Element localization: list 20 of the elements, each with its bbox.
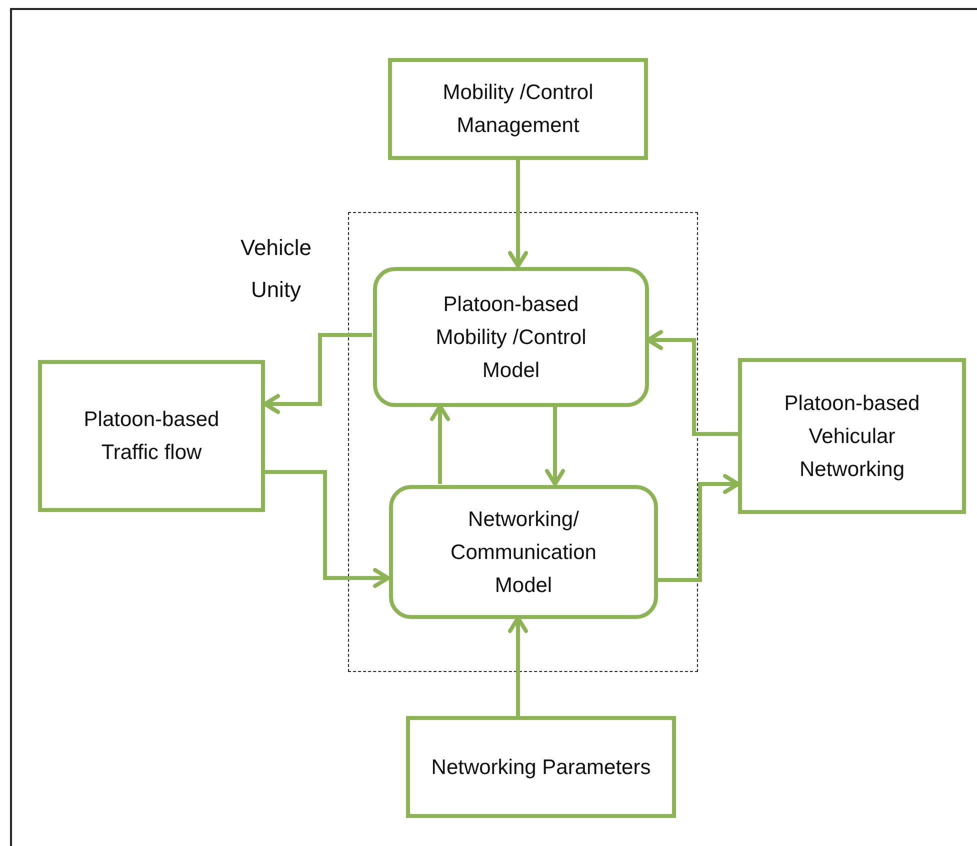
node-label: Platoon-based Vehicular Networking bbox=[783, 390, 921, 482]
process-box bbox=[406, 716, 676, 818]
node-label: Mobility /Control Management bbox=[442, 80, 594, 139]
node-label: Platoon-based Traffic flow bbox=[82, 407, 220, 466]
process-box bbox=[388, 58, 648, 160]
node-label: Platoon-based Mobility /Control Model bbox=[434, 292, 588, 384]
arrow bbox=[657, 474, 740, 582]
node-label: Networking/ Communication Model bbox=[450, 506, 598, 598]
arrow bbox=[265, 470, 390, 588]
node-label: Networking Parameters bbox=[430, 754, 652, 780]
group-label: Vehicle Unity bbox=[240, 234, 312, 304]
arrow bbox=[545, 406, 565, 486]
process-box bbox=[38, 360, 265, 512]
arrow bbox=[430, 404, 450, 484]
process-box bbox=[738, 358, 966, 514]
arrow bbox=[508, 160, 528, 268]
arrow bbox=[508, 616, 528, 716]
model-box bbox=[389, 485, 658, 619]
arrow bbox=[263, 333, 372, 414]
model-box bbox=[373, 267, 649, 407]
